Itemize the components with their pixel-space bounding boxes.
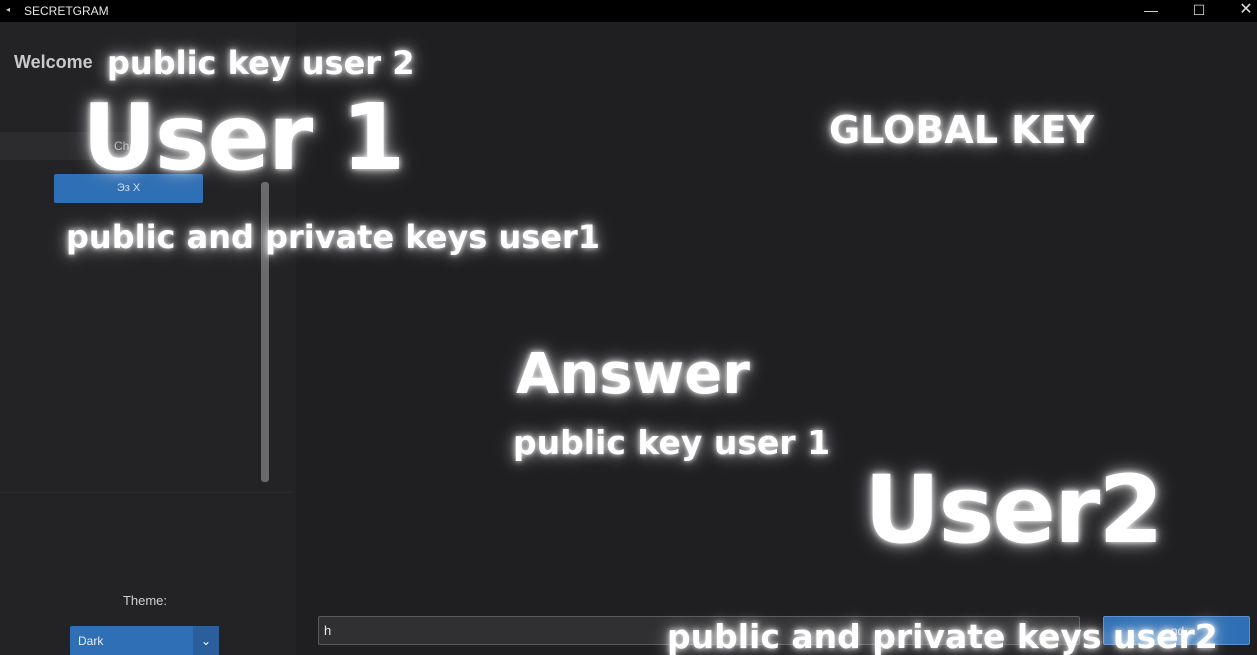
sidebar: Welcome Cha Эз X Theme: Dark ⌄ xyxy=(0,22,296,655)
window-title: SECRETGRAM xyxy=(24,4,109,18)
overlay-answer: Answer xyxy=(516,342,750,407)
chat-area xyxy=(296,22,1257,655)
overlay-public-key-user1: public key user 1 xyxy=(513,423,831,462)
theme-select-value: Dark xyxy=(78,634,104,648)
sidebar-action-button[interactable]: Эз X xyxy=(54,174,203,203)
overlay-global-key: GLOBAL KEY xyxy=(829,108,1095,152)
chevron-down-icon[interactable]: ⌄ xyxy=(193,626,219,655)
close-button[interactable]: ✕ xyxy=(1239,1,1253,18)
app-icon: ◂ xyxy=(6,5,11,14)
chat-list-item-label: Cha xyxy=(114,139,137,153)
overlay-user2: User2 xyxy=(864,456,1164,565)
send-button[interactable]: nd xyxy=(1103,616,1250,645)
chat-list-item[interactable]: Cha xyxy=(0,132,140,160)
send-button-label: nd xyxy=(1170,624,1185,638)
sidebar-scrollbar[interactable] xyxy=(261,182,269,482)
overlay-public-private-keys-user1: public and private keys user1 xyxy=(66,218,601,256)
title-bar: ◂ SECRETGRAM — ☐ ✕ xyxy=(0,0,1257,22)
message-input[interactable] xyxy=(318,616,1080,645)
sidebar-divider xyxy=(0,492,292,493)
theme-label: Theme: xyxy=(122,593,168,608)
overlay-public-key-user2: public key user 2 xyxy=(107,44,415,82)
overlay-public-private-keys-user2: public and private keys user2 xyxy=(667,617,1218,655)
sidebar-action-button-label: Эз X xyxy=(116,182,141,194)
welcome-heading: Welcome xyxy=(14,52,93,72)
theme-select[interactable]: Dark ⌄ xyxy=(70,626,219,655)
minimize-button[interactable]: — xyxy=(1144,2,1158,18)
overlay-user1: User 1 xyxy=(82,84,405,191)
maximize-button[interactable]: ☐ xyxy=(1192,2,1206,18)
